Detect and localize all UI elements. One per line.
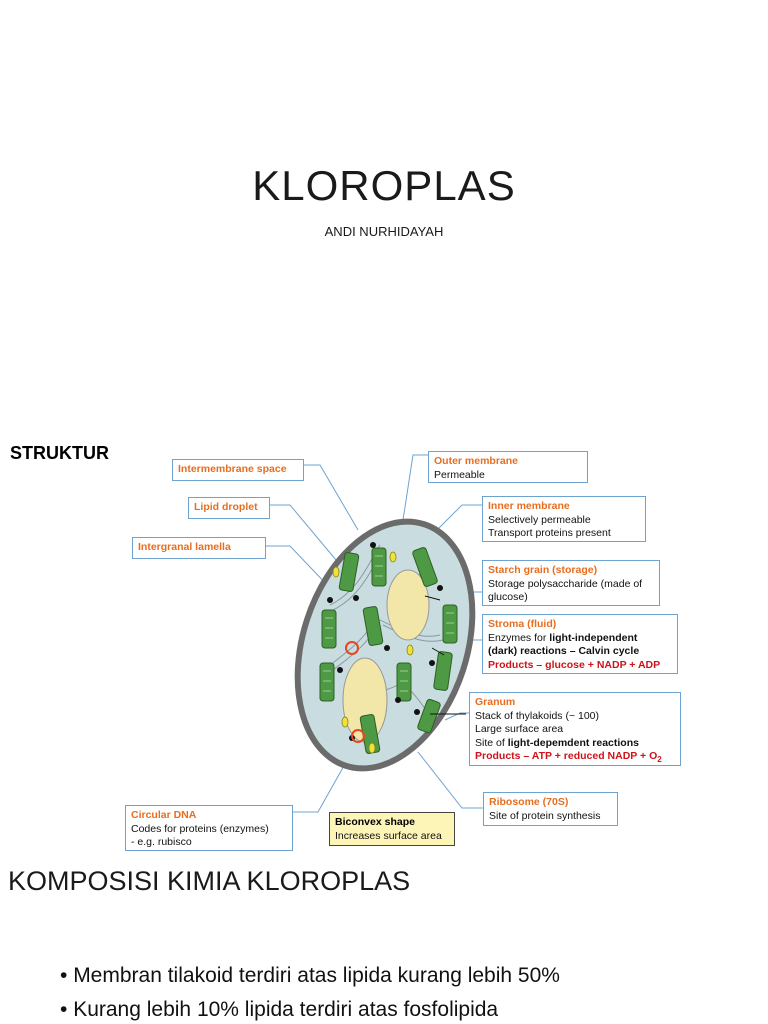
chloroplast-illustration	[266, 454, 484, 813]
label-lipid-droplet: Lipid droplet	[188, 497, 270, 519]
label-line: glucose)	[488, 591, 528, 603]
label-products: Products – glucose + NADP + ADP	[488, 658, 661, 671]
label-line: (dark) reactions – Calvin cycle	[488, 645, 672, 659]
label-bold-text: (dark) reactions – Calvin cycle	[488, 645, 640, 657]
label-title: Lipid droplet	[194, 501, 258, 513]
label-line: Transport proteins present	[488, 527, 611, 539]
slide-title: KLOROPLAS	[252, 162, 516, 209]
label-stroma: Stroma (fluid) Enzymes for light-indepen…	[482, 614, 678, 674]
label-title: Intergranal lamella	[138, 541, 231, 553]
komposisi-heading: KOMPOSISI KIMIA KLOROPLAS	[8, 866, 411, 896]
label-text: Products – ATP + reduced NADP + O	[475, 750, 658, 762]
label-title: Granum	[475, 696, 516, 708]
chloroplast-body	[294, 518, 476, 772]
label-starch-grain: Starch grain (storage) Storage polysacch…	[482, 560, 660, 606]
label-title: Circular DNA	[131, 809, 197, 821]
label-line: Site of light-depemdent reactions	[475, 737, 675, 751]
label-title: Intermembrane space	[178, 463, 287, 475]
label-subscript: 2	[657, 755, 662, 765]
label-line: Selectively permeable	[488, 513, 591, 526]
struktur-heading: STRUKTUR	[10, 443, 109, 463]
label-line: Permeable	[434, 468, 485, 481]
bullet-item: Kurang lebih 10% lipida terdiri atas fos…	[60, 998, 498, 1022]
label-line: - e.g. rubisco	[131, 836, 192, 848]
label-biconvex-shape: Biconvex shape Increases surface area	[329, 812, 455, 846]
label-ribosome: Ribosome (70S) Site of protein synthesis	[483, 792, 618, 826]
label-line: Enzymes for light-independent	[488, 632, 672, 646]
label-line: Increases surface area	[335, 829, 442, 842]
label-inner-membrane: Inner membrane Selectively permeable Tra…	[482, 496, 646, 542]
label-circular-dna: Circular DNA Codes for proteins (enzymes…	[125, 805, 293, 851]
label-title: Inner membrane	[488, 500, 570, 512]
label-intermembrane-space: Intermembrane space	[172, 459, 304, 481]
label-line: Large surface area	[475, 723, 564, 735]
label-title: Starch grain (storage)	[488, 564, 598, 576]
label-title: Outer membrane	[434, 455, 519, 467]
chloroplast-diagram: Intermembrane space Lipid droplet Interg…	[0, 440, 768, 860]
label-products: Products – ATP + reduced NADP + O2	[475, 750, 675, 767]
label-line: Site of protein synthesis	[489, 809, 601, 822]
bullet-item: Membran tilakoid terdiri atas lipida kur…	[60, 964, 560, 988]
author-name: ANDI NURHIDAYAH	[324, 224, 444, 239]
label-line: Stack of thylakoids (~ 100)	[475, 709, 600, 722]
label-bold-text: light-independent	[549, 631, 638, 644]
label-granum: Granum Stack of thylakoids (~ 100) Large…	[469, 692, 681, 766]
label-line: Storage polysaccharide (made of	[488, 577, 643, 590]
label-outer-membrane: Outer membrane Permeable	[428, 451, 588, 483]
label-title: Biconvex shape	[335, 816, 415, 828]
label-intergranal-lamella: Intergranal lamella	[132, 537, 266, 559]
label-title: Stroma (fluid)	[488, 618, 557, 630]
label-title: Ribosome (70S)	[489, 796, 569, 808]
leader-lines	[266, 454, 484, 813]
label-text: Enzymes for	[488, 631, 550, 644]
label-text: Site of	[475, 736, 508, 749]
label-bold-text: light-depemdent reactions	[507, 736, 639, 749]
label-line: Codes for proteins (enzymes)	[131, 822, 269, 835]
